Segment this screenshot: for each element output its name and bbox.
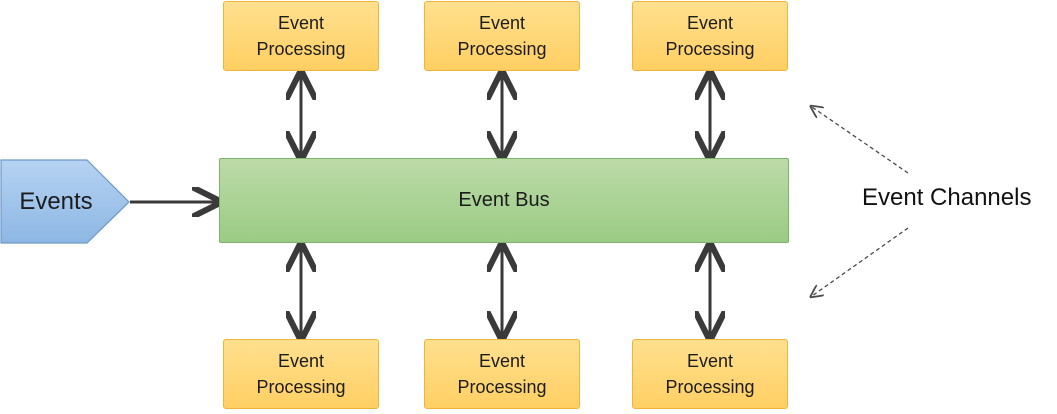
event-bus: Event Bus [219, 158, 789, 243]
processor-label-line2: Processing [665, 377, 755, 397]
event-processing-top-1: Event Processing [223, 1, 379, 71]
processor-label-line1: Event [686, 13, 734, 33]
channels-pointer-down-arrow [812, 227, 909, 296]
event-bus-label: Event Bus [458, 189, 550, 211]
channels-pointer-up-arrow [812, 107, 909, 174]
processor-label-line2: Processing [665, 39, 755, 59]
events-label: Events [19, 188, 93, 215]
processor-label-line2: Processing [256, 377, 346, 397]
event-channels-label: Event Channels [862, 184, 1032, 211]
event-processing-top-3: Event Processing [632, 1, 788, 71]
processor-label-line2: Processing [256, 39, 346, 59]
event-processing-bottom-3: Event Processing [632, 339, 788, 409]
processor-label-line1: Event [478, 351, 526, 371]
event-processing-bottom-1: Event Processing [223, 339, 379, 409]
processor-label-line2: Processing [457, 39, 547, 59]
processor-label-line1: Event [686, 351, 734, 371]
event-processing-bottom-2: Event Processing [424, 339, 580, 409]
processor-label-line2: Processing [457, 377, 547, 397]
processor-label-line1: Event [277, 351, 325, 371]
processor-label-line1: Event [478, 13, 526, 33]
processor-label-line1: Event [277, 13, 325, 33]
event-processing-top-2: Event Processing [424, 1, 580, 71]
events-shape [0, 159, 130, 244]
